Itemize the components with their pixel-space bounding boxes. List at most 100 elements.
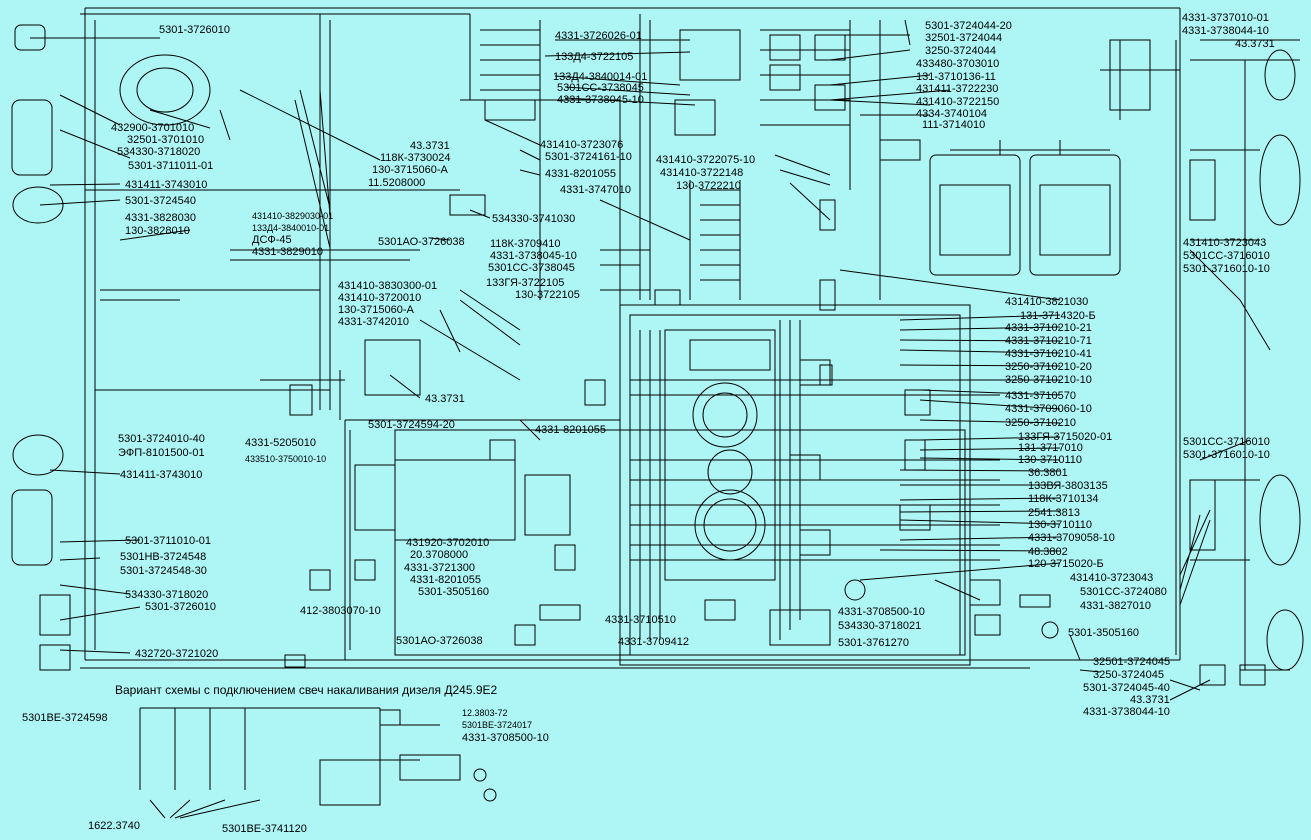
label-4331-3708500-10-variant: 4331-3708500-10 xyxy=(462,732,549,744)
label-4331-8201055-upper: 4331-8201055 xyxy=(545,168,616,180)
label-133d4-3840010-01: 133Д4-3840010-01 xyxy=(252,223,330,233)
label-131-3710136-11: 131-3710136-11 xyxy=(916,71,996,83)
label-431411-3743010-bottom: 431411-3743010 xyxy=(120,469,203,481)
label-43-3731-right-top: 43.3731 xyxy=(1235,38,1275,50)
label-431410-3723043-bottom: 431410-3723043 xyxy=(1070,572,1154,584)
label-5301-3726010-bottom: 5301-3726010 xyxy=(145,601,216,613)
label-5301cc-3738045-mid: 5301СС-3738045 xyxy=(488,262,575,274)
label-130-3715060-a-mid: 130-3715060-А xyxy=(338,304,414,316)
label-4331-8201055-lower: 4331-8201055 xyxy=(410,574,481,586)
label-1622-3740: 1622.3740 xyxy=(88,820,140,832)
label-11-5208000: 11.5208000 xyxy=(368,177,426,189)
label-5301ve-3741120: 5301ВЕ-3741120 xyxy=(222,823,307,835)
label-130-3710110-upper: 130-3710110 xyxy=(1018,454,1083,466)
label-4331-3710210-71: 4331-3710210-71 xyxy=(1005,335,1092,347)
label-4331-3828030: 4331-3828030 xyxy=(125,212,196,224)
label-130-3722210: 130-3722210 xyxy=(676,180,741,192)
label-32501-3701010: 32501-3701010 xyxy=(127,134,205,146)
label-5301-3711011-01: 5301-3711011-01 xyxy=(128,160,214,172)
label-32501-3724045: 32501-3724045 xyxy=(1093,656,1171,668)
label-4331-3710570: 4331-3710570 xyxy=(1005,390,1076,402)
label-111-3714010: 111-3714010 xyxy=(922,119,986,131)
label-5301-3724161-10: 5301-3724161-10 xyxy=(545,151,632,163)
label-48-3802: 48.3802 xyxy=(1028,546,1068,558)
label-431410-3830300-01: 431410-3830300-01 xyxy=(338,280,438,292)
label-5301ve-3724017: 5301ВЕ-3724017 xyxy=(462,720,533,730)
label-431410-3723043-top: 431410-3723043 xyxy=(1183,237,1267,249)
label-5301ao-3726038-lower: 5301АО-3726038 xyxy=(396,635,483,647)
label-5301-3724540: 5301-3724540 xyxy=(125,195,196,207)
label-5301-3505160-left: 5301-3505160 xyxy=(418,586,489,598)
label-5301ao-3726038-upper: 5301АО-3726038 xyxy=(378,236,465,248)
label-5301cc-3716010-bottom: 5301СС-3716010 xyxy=(1183,436,1270,448)
label-5301-3724594-20: 5301-3724594-20 xyxy=(368,419,455,431)
label-4331-3742010: 4331-3742010 xyxy=(338,316,409,328)
label-433480-3703010: 433480-3703010 xyxy=(916,58,1000,70)
label-130-3828010: 130-3828010 xyxy=(125,225,190,237)
label-4331-8201055-mid: 4331-8201055 xyxy=(535,424,606,436)
label-431410-3722150: 431410-3722150 xyxy=(916,96,1000,108)
label-4331-3738044-10-top: 4331-3738044-10 xyxy=(1182,25,1269,37)
label-5301ve-3724598: 5301ВЕ-3724598 xyxy=(22,712,108,724)
label-3250-3710210-20: 3250-3710210-20 xyxy=(1005,361,1092,373)
label-5301-3711010-01: 5301-3711010-01 xyxy=(125,535,212,547)
label-534330-3718020-top: 534330-3718020 xyxy=(117,146,201,158)
label-36-3801: 36.3801 xyxy=(1028,467,1068,479)
label-4331-3738044-10-bottom: 4331-3738044-10 xyxy=(1083,706,1170,718)
label-4331-3726026-01: 4331-3726026-01 xyxy=(555,30,642,42)
label-4331-3829010: 4331-3829010 xyxy=(252,246,323,258)
label-4331-3709060-10: 4331-3709060-10 xyxy=(1005,403,1092,415)
label-431411-3722230: 431411-3722230 xyxy=(916,83,999,95)
label-5301-3716010-10-top: 5301-3716010-10 xyxy=(1183,263,1270,275)
label-130-3722105: 130-3722105 xyxy=(515,289,580,301)
label-120-3715020-b: 120-3715020-Б xyxy=(1028,558,1104,570)
label-5301-3724045-40: 5301-3724045-40 xyxy=(1083,682,1170,694)
label-118k-3709410: 118К-3709410 xyxy=(490,238,561,250)
label-5301cc-3738045-top: 5301СС-3738045 xyxy=(557,82,644,94)
label-43-3731-mid: 43.3731 xyxy=(425,393,465,405)
label-412-3803070-10: 412-3803070-10 xyxy=(300,605,381,617)
label-5301-3716010-10-bottom: 5301-3716010-10 xyxy=(1183,449,1270,461)
label-5301-3505160-right: 5301-3505160 xyxy=(1068,627,1139,639)
label-4331-3738045-10-top: 4331-3738045-10 xyxy=(557,94,644,106)
label-4331-3709058-10: 4331-3709058-10 xyxy=(1028,532,1115,544)
label-43-3731-right-bottom: 43.3731 xyxy=(1130,694,1170,706)
label-4331-3710210-41: 4331-3710210-41 xyxy=(1005,348,1092,360)
label-4331-3738045-10-mid: 4331-3738045-10 xyxy=(490,250,577,262)
label-431410-3723076: 431410-3723076 xyxy=(540,139,624,151)
label-3250-3724045: 3250-3724045 xyxy=(1093,669,1164,681)
label-431410-3829030-01: 431410-3829030-01 xyxy=(252,211,334,221)
label-4331-3747010: 4331-3747010 xyxy=(560,184,631,196)
label-5301nv-3724548: 5301НВ-3724548 xyxy=(120,551,207,563)
label-432720-3721020: 432720-3721020 xyxy=(135,648,219,660)
label-131-3717010: 131-3717010 xyxy=(1018,442,1083,454)
label-5301-3724010-40: 5301-3724010-40 xyxy=(118,433,205,445)
label-4331-3710210-21: 4331-3710210-21 xyxy=(1005,322,1092,334)
label-131-3714320-b: 131-3714320-Б xyxy=(1020,310,1096,322)
label-2541-3813: 2541.3813 xyxy=(1028,507,1080,519)
label-12-3803-72: 12.3803-72 xyxy=(462,708,508,718)
label-4331-3709412: 4331-3709412 xyxy=(618,636,689,648)
label-4331-3721300: 4331-3721300 xyxy=(404,562,475,574)
label-534330-3741030: 534330-3741030 xyxy=(492,213,576,225)
label-431410-3821030: 431410-3821030 xyxy=(1005,296,1089,308)
label-130-3715060-a-upper: 130-3715060-А xyxy=(372,164,448,176)
label-133d4-3722105: 133Д4-3722105 xyxy=(555,51,634,63)
label-431920-3702010: 431920-3702010 xyxy=(406,537,490,549)
label-118k-3730024: 118К-3730024 xyxy=(380,152,451,164)
label-32501-3724044: 32501-3724044 xyxy=(925,32,1003,44)
label-431410-3720010: 431410-3720010 xyxy=(338,292,422,304)
label-431410-3722148: 431410-3722148 xyxy=(660,167,744,179)
label-4331-5205010: 4331-5205010 xyxy=(245,437,316,449)
label-118k-3710134: 118К-3710134 xyxy=(1028,493,1099,505)
label-5301-3761270: 5301-3761270 xyxy=(838,637,909,649)
label-5301cc-3724080: 5301СС-3724080 xyxy=(1080,586,1167,598)
label-3250-3710210: 3250-3710210 xyxy=(1005,417,1076,429)
label-534330-3718020-bottom: 534330-3718020 xyxy=(125,589,209,601)
label-133gya-3715020-01: 133ГЯ-3715020-01 xyxy=(1018,431,1113,443)
label-3250-3710210-10: 3250-3710210-10 xyxy=(1005,374,1092,386)
variant-caption: Вариант схемы с подключением свеч накали… xyxy=(115,683,498,697)
label-5301-3724548-30: 5301-3724548-30 xyxy=(120,565,207,577)
